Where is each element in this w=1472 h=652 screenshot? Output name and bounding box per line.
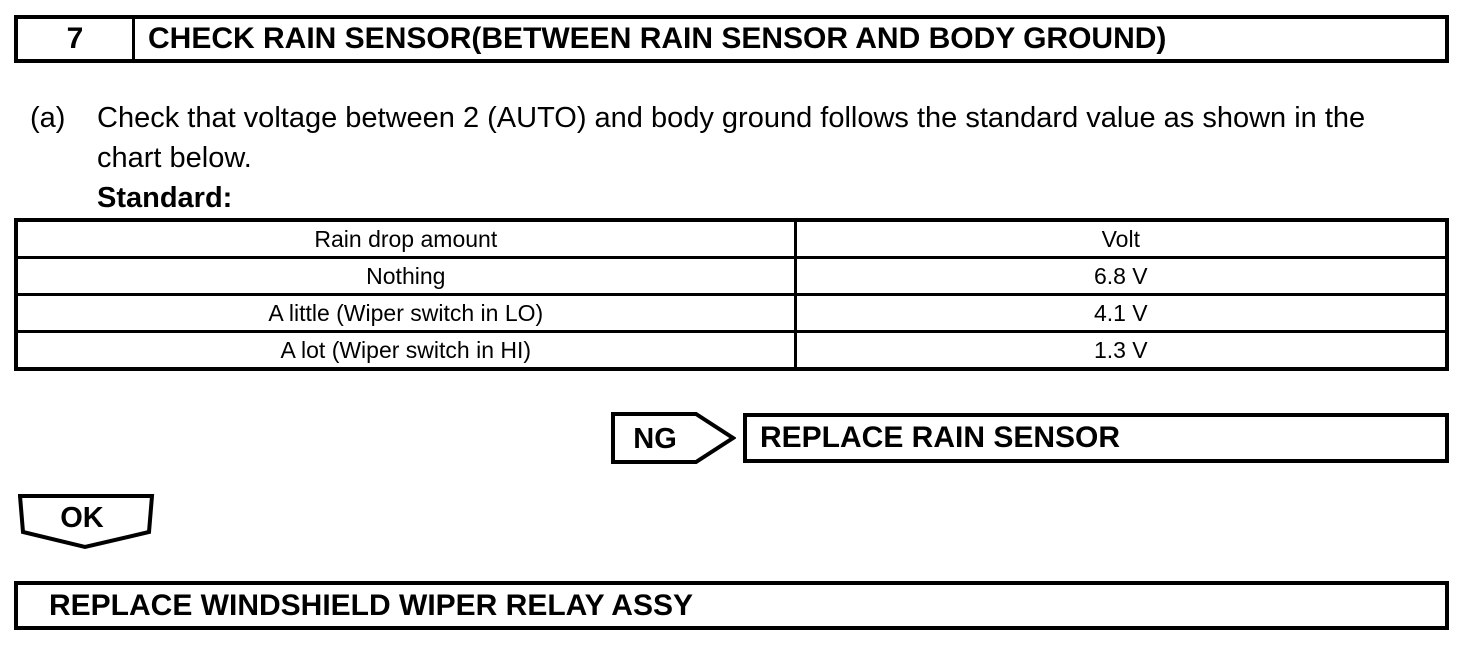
ok-connector-label: OK bbox=[60, 502, 104, 534]
ng-connector-arrow-icon: NG bbox=[611, 412, 736, 464]
table-row: Nothing 6.8 V bbox=[14, 256, 1449, 296]
standard-label: Standard: bbox=[97, 182, 233, 214]
instruction-marker: (a) bbox=[30, 102, 66, 134]
step-title: CHECK RAIN SENSOR(BETWEEN RAIN SENSOR AN… bbox=[148, 22, 1167, 55]
table-cell-rain-drop-amount: A lot (Wiper switch in HI) bbox=[14, 330, 797, 371]
final-action-label: REPLACE WINDSHIELD WIPER RELAY ASSY bbox=[49, 588, 693, 622]
ng-action-box: REPLACE RAIN SENSOR bbox=[743, 413, 1449, 463]
final-action-box: REPLACE WINDSHIELD WIPER RELAY ASSY bbox=[14, 581, 1449, 630]
table-row: A little (Wiper switch in LO) 4.1 V bbox=[14, 293, 1449, 333]
table-header-volt: Volt bbox=[793, 218, 1449, 259]
instruction-line: chart below. bbox=[97, 142, 252, 174]
table-cell-rain-drop-amount: Nothing bbox=[14, 256, 797, 296]
table-cell-rain-drop-amount: A little (Wiper switch in LO) bbox=[14, 293, 797, 333]
step-number: 7 bbox=[18, 19, 135, 59]
instruction-line: Check that voltage between 2 (AUTO) and … bbox=[97, 102, 1366, 134]
table-header-row: Rain drop amount Volt bbox=[14, 218, 1449, 259]
table-cell-volt: 6.8 V bbox=[793, 256, 1449, 296]
instruction-paragraph: (a) Check that voltage between 2 (AUTO) … bbox=[30, 98, 1450, 218]
table-row: A lot (Wiper switch in HI) 1.3 V bbox=[14, 330, 1449, 371]
instruction-body: Check that voltage between 2 (AUTO) and … bbox=[97, 98, 1450, 218]
table-header-rain-drop-amount: Rain drop amount bbox=[14, 218, 797, 259]
standard-value-table: Rain drop amount Volt Nothing 6.8 V A li… bbox=[14, 218, 1449, 371]
ng-connector-label: NG bbox=[633, 423, 677, 455]
table-cell-volt: 4.1 V bbox=[793, 293, 1449, 333]
table-cell-volt: 1.3 V bbox=[793, 330, 1449, 371]
step-header: 7 CHECK RAIN SENSOR(BETWEEN RAIN SENSOR … bbox=[14, 15, 1449, 63]
ok-connector-icon: OK bbox=[18, 494, 155, 550]
ng-action-label: REPLACE RAIN SENSOR bbox=[760, 421, 1121, 454]
